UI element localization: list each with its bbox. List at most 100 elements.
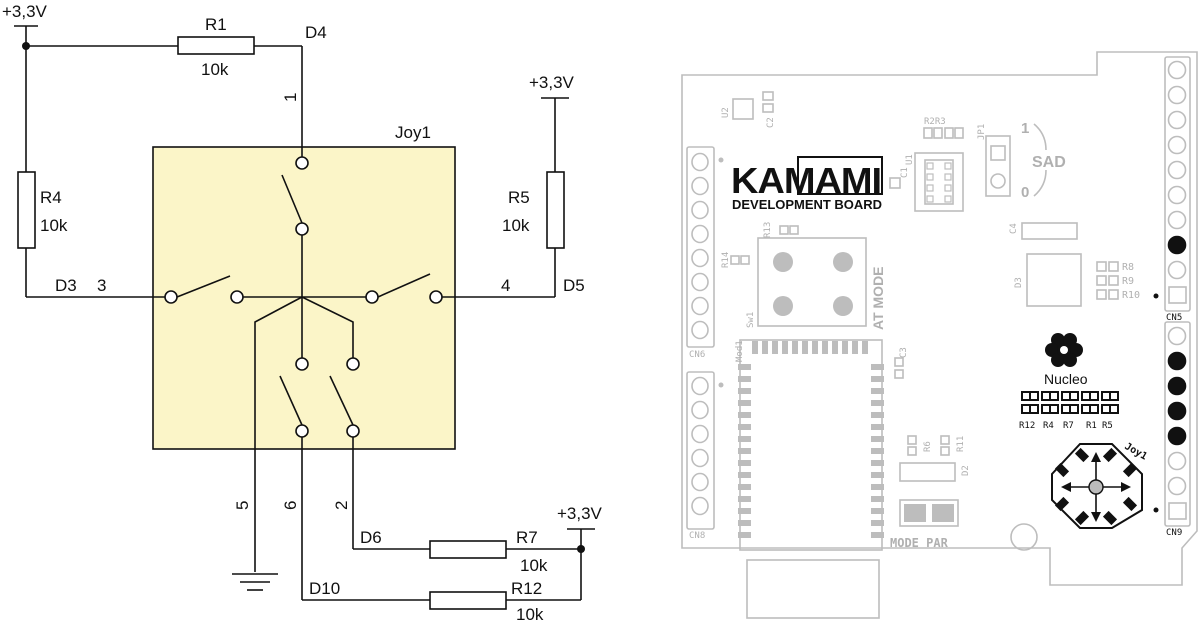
label-r13: R13 (763, 222, 773, 238)
header-pin (691, 296, 709, 316)
label-r14: R14 (721, 252, 731, 268)
pin-1: 1 (281, 93, 300, 102)
switch-right-lever (377, 273, 431, 298)
res-label-r1: R1 (1086, 421, 1097, 431)
switch-center-lever (279, 375, 303, 426)
label-r8: R8 (1122, 262, 1134, 273)
module-pad (812, 341, 818, 354)
module-pad (871, 472, 884, 478)
label-cn8: CN8 (689, 531, 705, 541)
mode-par-pads (899, 499, 959, 527)
resistor-pad (1109, 404, 1119, 414)
label-cn9: CN9 (1166, 528, 1182, 538)
r5-value: 10k (502, 216, 530, 235)
label-r11: R11 (956, 436, 966, 452)
r1-ref: R1 (205, 15, 227, 34)
solder-pad (904, 504, 926, 522)
resistor-r12 (429, 591, 507, 610)
resistor-pad (1021, 391, 1031, 401)
module-pad (738, 508, 751, 514)
schematic-labels: +3,3V R1 10k D4 1 Joy1 R4 10k +3,3V R5 1… (2, 2, 603, 622)
joystick-center (1088, 479, 1104, 495)
module-pad (752, 341, 758, 354)
switch-pad (773, 296, 793, 316)
joystick-pad (1102, 447, 1118, 463)
schematic (14, 25, 595, 610)
solder-pad (932, 504, 954, 522)
module-pad (738, 424, 751, 430)
ic-pin (944, 195, 952, 203)
label-jp-0: 0 (1021, 184, 1029, 201)
header-pin (1167, 326, 1187, 346)
arrow-head (1061, 482, 1071, 492)
contact-left-inner (230, 290, 244, 304)
module-pad (738, 388, 751, 394)
label-at-mode: AT MODE (870, 266, 886, 330)
header-pin (1167, 351, 1187, 371)
joystick-pad (1102, 510, 1118, 526)
ic-pin (944, 173, 952, 181)
resistor-pad (1081, 404, 1091, 414)
resistor-pad (1109, 391, 1119, 401)
res-label-r5: R5 (1102, 421, 1113, 431)
net-d5: D5 (563, 276, 585, 295)
pin-2: 2 (332, 501, 351, 510)
res-label-r12: R12 (1019, 421, 1035, 431)
brand-logo: KAMAMI (731, 160, 881, 201)
label-mode-par: MODE PAR (890, 536, 949, 550)
module-pad (738, 472, 751, 478)
module-pad (871, 508, 884, 514)
contact-center-top (295, 357, 309, 371)
module-pad (871, 388, 884, 394)
net-d10: D10 (309, 579, 340, 598)
label-r10: R10 (1122, 290, 1140, 301)
ic-pin (944, 184, 952, 192)
resistor-pad (1021, 404, 1031, 414)
d3-footprint (1026, 253, 1082, 307)
module-pad (782, 341, 788, 354)
resistor-pad (1049, 391, 1059, 401)
net-d4: D4 (305, 23, 327, 42)
header-pin (691, 400, 709, 420)
jumper-pin (990, 145, 1006, 161)
header-cn8 (686, 371, 715, 530)
usb-outline (746, 559, 880, 619)
module-pad (738, 400, 751, 406)
brand-subtitle: DEVELOPMENT BOARD (732, 197, 882, 212)
label-r9: R9 (1122, 276, 1134, 287)
label-d3: D3 (1014, 277, 1024, 288)
supply-label-top: +3,3V (2, 2, 48, 21)
module-pad (792, 341, 798, 354)
header-pin (691, 176, 709, 196)
module-pad (738, 448, 751, 454)
r7-value: 10k (520, 556, 548, 575)
header-pin (691, 376, 709, 396)
arrow-head (1121, 482, 1131, 492)
contact-up-bottom (295, 222, 309, 236)
label-r6: R6 (923, 441, 933, 452)
jumper-pin (990, 173, 1006, 189)
r5-ref: R5 (508, 188, 530, 207)
resistor-pad (1101, 404, 1111, 414)
pin1-marker (1153, 507, 1159, 513)
res-label-r4: R4 (1043, 421, 1054, 431)
header-pin (691, 472, 709, 492)
resistor-pad (1029, 391, 1039, 401)
contact-push-bottom (346, 424, 360, 438)
r7-ref: R7 (516, 528, 538, 547)
label-cn6: CN6 (689, 350, 705, 360)
resistor-pad (1029, 404, 1039, 414)
pin1-marker (718, 157, 724, 163)
label-c1: C1 (900, 167, 910, 178)
header-pin (1167, 451, 1187, 471)
header-pin (1167, 110, 1187, 130)
header-cn5 (1164, 56, 1191, 312)
ic-pin (944, 162, 952, 170)
module-pad (871, 412, 884, 418)
supply-label-bottom: +3,3V (557, 504, 603, 523)
resistor-pad (1061, 404, 1071, 414)
contact-right-inner (365, 290, 379, 304)
header-cn6 (686, 146, 715, 348)
switch-pad (773, 252, 793, 272)
